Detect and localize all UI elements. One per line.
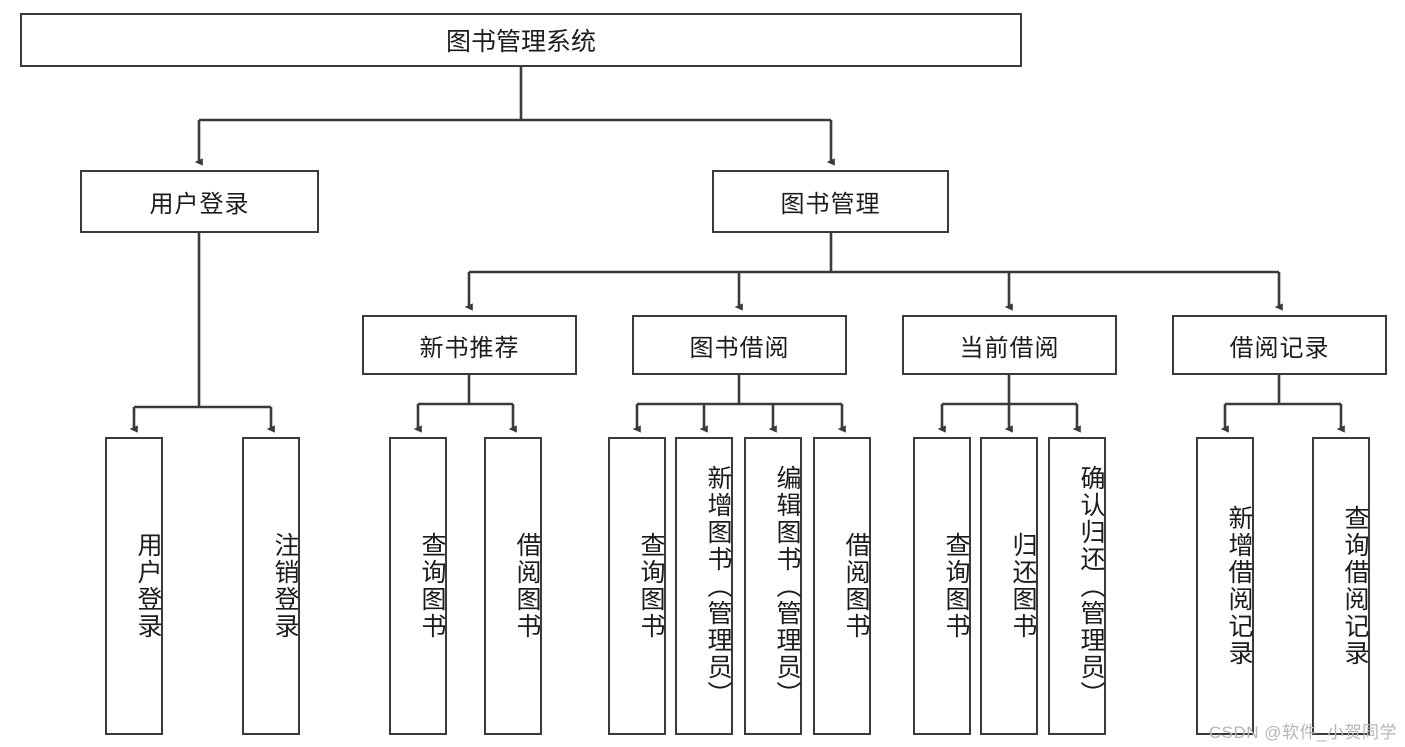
node-current-borrow[interactable]: 当前借阅 xyxy=(902,315,1117,375)
node-book-borrow[interactable]: 图书借阅 xyxy=(632,315,847,375)
node-label: 查询图书 xyxy=(637,532,665,640)
node-label: 新书推荐 xyxy=(419,334,520,362)
node-label: 借阅记录 xyxy=(1229,334,1330,362)
node-label: 图书借阅 xyxy=(689,334,790,362)
leaf-current-return-book[interactable]: 归还图书 xyxy=(980,437,1038,735)
leaf-borrow-add-book[interactable]: 新增图书（管理员） xyxy=(675,437,733,735)
leaf-new-book-query[interactable]: 查询图书 xyxy=(389,437,447,735)
node-label: 注销登录 xyxy=(271,532,299,640)
node-label: 借阅图书 xyxy=(513,532,541,640)
watermark: CSDN @软件_小贺同学 xyxy=(1208,723,1397,742)
node-label: 确认归还（管理员） xyxy=(1077,464,1105,708)
node-label: 用户登录 xyxy=(149,191,250,218)
leaf-user-login-logout[interactable]: 注销登录 xyxy=(242,437,300,735)
node-label: 查询图书 xyxy=(942,532,970,640)
node-label: 查询借阅记录 xyxy=(1341,505,1369,667)
leaf-borrow-edit-book[interactable]: 编辑图书（管理员） xyxy=(744,437,802,735)
node-root-library-system[interactable]: 图书管理系统 xyxy=(20,13,1022,67)
node-label: 新增图书（管理员） xyxy=(704,464,732,708)
leaf-current-confirm-return[interactable]: 确认归还（管理员） xyxy=(1048,437,1106,735)
node-borrow-record[interactable]: 借阅记录 xyxy=(1172,315,1387,375)
leaf-user-login-login[interactable]: 用户登录 xyxy=(105,437,163,735)
leaf-current-query-book[interactable]: 查询图书 xyxy=(913,437,971,735)
leaf-borrow-borrow-book[interactable]: 借阅图书 xyxy=(813,437,871,735)
node-label: 图书管理 xyxy=(780,191,881,218)
leaf-new-book-borrow[interactable]: 借阅图书 xyxy=(484,437,542,735)
node-label: 借阅图书 xyxy=(842,532,870,640)
node-label: 查询图书 xyxy=(418,532,446,640)
leaf-record-query[interactable]: 查询借阅记录 xyxy=(1312,437,1370,735)
node-label: 编辑图书（管理员） xyxy=(773,464,801,708)
node-label: 归还图书 xyxy=(1009,532,1037,640)
node-label: 用户登录 xyxy=(134,532,162,640)
node-label: 新增借阅记录 xyxy=(1225,505,1253,667)
node-label: 当前借阅 xyxy=(959,334,1060,362)
leaf-borrow-query-book[interactable]: 查询图书 xyxy=(608,437,666,735)
node-new-book-recommend[interactable]: 新书推荐 xyxy=(362,315,577,375)
node-book-management[interactable]: 图书管理 xyxy=(712,170,949,233)
node-user-login[interactable]: 用户登录 xyxy=(80,170,319,233)
leaf-record-add[interactable]: 新增借阅记录 xyxy=(1196,437,1254,735)
node-label: 图书管理系统 xyxy=(445,28,596,56)
